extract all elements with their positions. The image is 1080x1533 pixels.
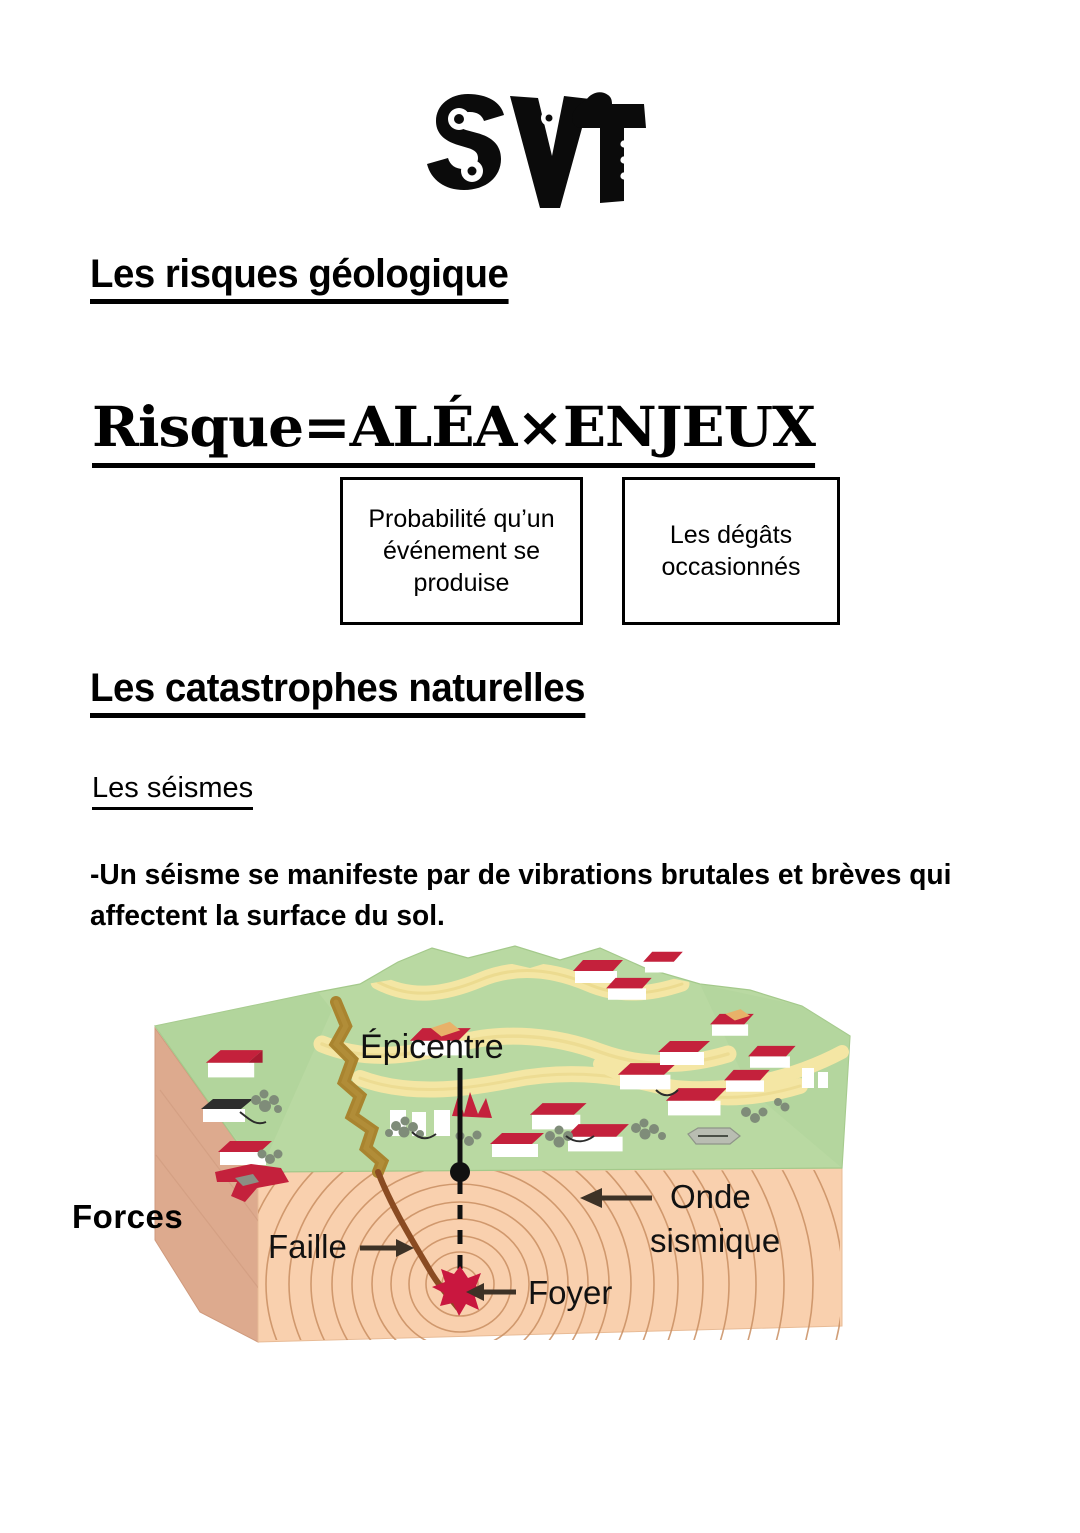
paragraph-definition-seisme: -Un séisme se manifeste par de vibration… (90, 859, 952, 933)
heading-risques-geologiques: Les risques géologique (90, 252, 509, 304)
foyer-etoile (432, 1266, 488, 1316)
heading-catastrophes-naturelles: Les catastrophes naturelles (90, 666, 585, 718)
diagram-label-onde-line1: Onde (670, 1178, 751, 1215)
fleche-faille (360, 1239, 414, 1257)
diagram-bloc-seisme: Forces (60, 940, 960, 1380)
formula-text: Risque=ALÉA×ENJEUX (92, 394, 816, 468)
seismic-block-diagram-svg: Épicentre Faille Foyer Onde sismique (153, 945, 851, 1343)
fleche-foyer (466, 1283, 516, 1301)
definition-box-alea-text: Probabilité qu’un événement se produise (368, 505, 555, 597)
formula-risque: Risque=ALÉA×ENJEUX (92, 394, 816, 468)
maisons-toits-rouges (201, 951, 828, 1202)
surface-terrain-vert (153, 945, 851, 1173)
subheading-les-seismes: Les séismes (92, 772, 254, 810)
definition-box-enjeux-text: Les dégâts occasionnés (661, 521, 801, 581)
definition-box-alea: Probabilité qu’un événement se produise (340, 477, 583, 625)
diagram-annotations: Épicentre Faille Foyer Onde sismique (268, 1028, 780, 1311)
block-left-face-strata (155, 1089, 258, 1291)
definition-box-enjeux: Les dégâts occasionnés (622, 477, 840, 625)
epicentre-marqueur (450, 1068, 470, 1280)
fleche-onde-sismique (580, 1188, 652, 1208)
diagram-label-epicentre: Épicentre (360, 1028, 504, 1066)
diagram-label-onde-line2: sismique (650, 1222, 780, 1259)
debris-arbres (239, 1089, 790, 1164)
heading-catastrophes-text: Les catastrophes naturelles (90, 666, 585, 718)
svt-logo-icon (427, 92, 646, 208)
page-title-svt (0, 78, 1080, 208)
diagram-label-foyer: Foyer (528, 1274, 612, 1311)
heading-risques-text: Les risques géologique (90, 252, 509, 304)
diagram-label-faille: Faille (268, 1228, 347, 1265)
diagram-label-forces: Forces (72, 1198, 184, 1235)
subheading-les-seismes-text: Les séismes (92, 772, 254, 810)
